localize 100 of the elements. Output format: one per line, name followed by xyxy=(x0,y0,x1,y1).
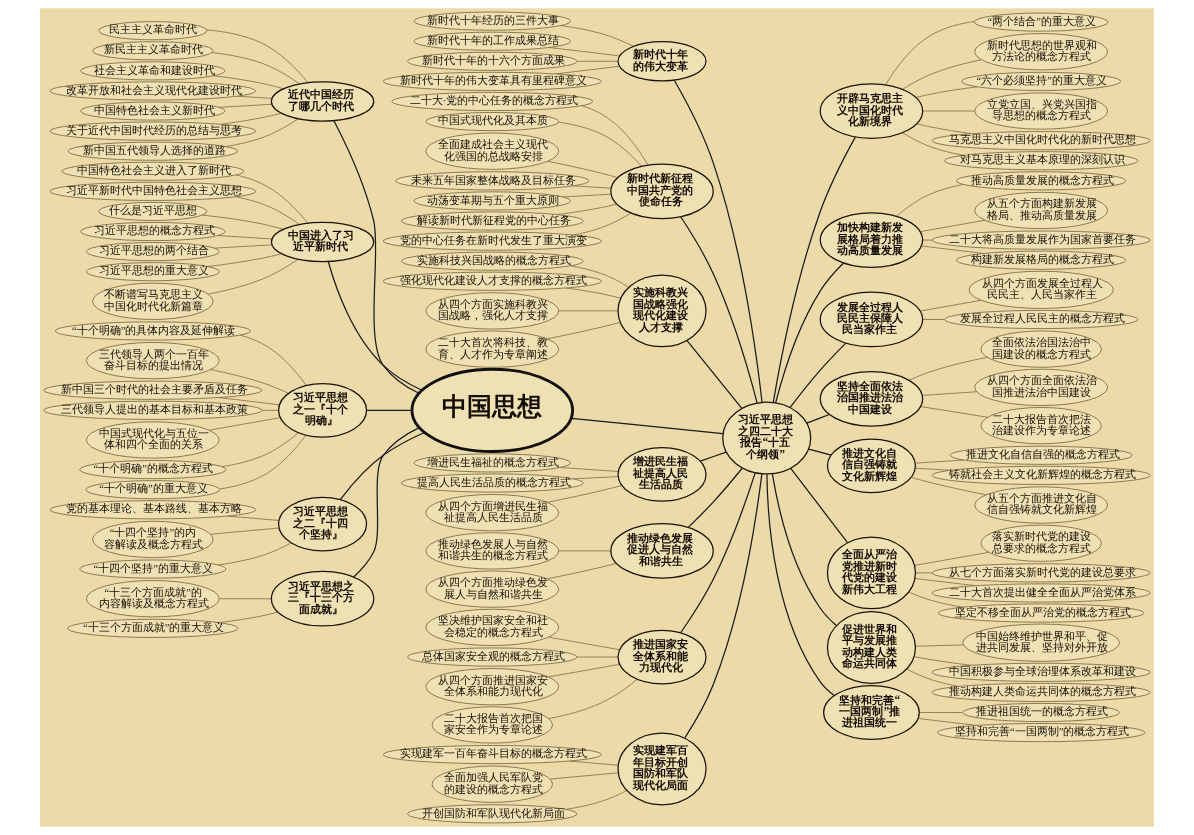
connector xyxy=(686,340,743,410)
connector xyxy=(581,105,649,166)
connector xyxy=(920,299,982,312)
node-ellipse: 推进祖国统一的概念方程式 xyxy=(962,703,1120,722)
connector xyxy=(548,664,620,678)
node-ellipse: 三代领导人提出的基本目标和基本政策 xyxy=(43,400,263,420)
node-ellipse: 发展全过程人民民主保障人民当家作主 xyxy=(819,291,924,348)
node-ellipse: “十四个坚持”的重大意义 xyxy=(79,559,227,579)
connector xyxy=(921,391,977,396)
connector xyxy=(219,598,272,600)
connector xyxy=(910,477,987,496)
connector xyxy=(790,467,849,544)
node-ellipse: 未来五年国家整体战略及目标任务 xyxy=(395,171,590,191)
connector xyxy=(908,356,988,381)
node-ellipse: 开创国防和军队现代化新局面 xyxy=(407,804,578,824)
node-ellipse: “十四个坚持”的内容解读及概念方程式 xyxy=(92,520,214,558)
connector xyxy=(560,25,634,47)
node-ellipse: 提高人民生活品质的概念方程式 xyxy=(401,473,584,493)
connector xyxy=(546,321,621,340)
node-ellipse: 新时代十年的十六个方面成果 xyxy=(407,51,578,71)
connector xyxy=(327,261,423,391)
connector xyxy=(922,110,976,112)
connector xyxy=(558,310,619,312)
node-ellipse: 推动高质量发展的概念方程式 xyxy=(956,171,1127,191)
node-ellipse: 党的中心任务在新时代发生了重大演变 xyxy=(382,231,602,251)
node-ellipse: 从四个方面发展全过程人民民主、人民当家作主 xyxy=(968,270,1114,309)
node-ellipse: 习近平思想的两个结合 xyxy=(86,242,220,262)
node-ellipse: 从四个方面推进国家安全体系和能力现代化 xyxy=(425,668,560,706)
node-ellipse: 党的基本理论、基本路线、基本方略 xyxy=(49,500,256,520)
node-ellipse: “十个明确”的重大意义 xyxy=(85,480,221,500)
connector xyxy=(771,473,838,627)
connector xyxy=(789,342,847,408)
node-ellipse: 习近平思想之三『十三个方面成就』 xyxy=(270,570,375,627)
connector xyxy=(570,265,630,288)
node-ellipse: 新时代十年的工作成果总结 xyxy=(413,31,572,51)
connector xyxy=(885,21,975,85)
node-ellipse: 总体国家安全观的概念方程式 xyxy=(407,647,578,667)
node-ellipse: 新时代思想的世界观和方法论的概念方程式 xyxy=(974,33,1108,71)
connector xyxy=(915,644,964,647)
node-ellipse: 二十大首次将科技、教育、人才作为专章阐述 xyxy=(425,330,560,368)
node-ellipse: 习近平思想的概念方程式 xyxy=(80,222,226,241)
node-ellipse: 改革开放和社会主义现代化建设时代 xyxy=(49,81,256,101)
node-ellipse: 对马克思主义基本原理的深刻认识 xyxy=(944,151,1139,171)
node-ellipse: 新中国三个时代的社会主要矛盾及任务 xyxy=(43,380,263,400)
node-ellipse: 新时代十年经历的三件大事 xyxy=(413,11,572,31)
node-ellipse: 中国式现代化与五位一体和四个全面的关系 xyxy=(86,421,220,459)
node-ellipse: 民主主义革命时代 xyxy=(98,21,208,41)
connector xyxy=(766,473,835,697)
node-ellipse: 从四个方面增进民生福祉提高人民生活品质 xyxy=(425,494,560,532)
connector xyxy=(919,712,963,713)
connector xyxy=(206,29,309,83)
connector xyxy=(261,409,279,411)
node-ellipse: 从五个方面推进文化自信自强铸就文化新辉煌 xyxy=(974,486,1108,524)
node-ellipse: “十个明确”的具体内容及延伸解读 xyxy=(54,321,251,341)
connector xyxy=(922,239,933,241)
connector xyxy=(806,413,830,424)
connector xyxy=(902,132,964,156)
connector xyxy=(235,174,309,224)
node-ellipse: 推动绿色发展人与自然和谐共生的概念方程式 xyxy=(425,532,560,570)
node-ellipse: 实现建军百年目标开创国防和军队现代化局面 xyxy=(617,732,707,806)
node-ellipse: 坚决维护国家安全和社会稳定的概念方程式 xyxy=(425,608,560,646)
node-ellipse: 三代领导人两个一百年奋斗目标的提出情况 xyxy=(86,342,220,380)
connector xyxy=(673,79,763,403)
node-ellipse: 坚持全面依法治国推进法治中国建设 xyxy=(819,371,924,427)
node-ellipse: 什么是习近平思想 xyxy=(98,201,208,221)
connector xyxy=(208,417,281,431)
node-ellipse: 推进国家安全体系和能力现代化 xyxy=(617,629,707,685)
connector xyxy=(920,406,989,418)
connector xyxy=(211,52,300,85)
node-ellipse: 发展全过程人民民主的概念方程式 xyxy=(944,310,1139,329)
connector xyxy=(219,434,307,490)
node-ellipse: “十个明确”的概念方程式 xyxy=(79,460,227,480)
node-ellipse: 中国特色社会主义进入了新时代 xyxy=(61,161,245,181)
connector xyxy=(922,319,945,320)
connector xyxy=(775,262,844,404)
connector xyxy=(565,790,628,810)
node-ellipse: “六个必须坚持”的重大意义 xyxy=(961,71,1121,91)
node-ellipse: 增进民生福祉的概念方程式 xyxy=(413,453,572,473)
connector xyxy=(210,527,280,535)
connector xyxy=(353,427,420,578)
node-ellipse: 从四个方面实施科教兴国战略，强化人才支撑 xyxy=(425,292,560,330)
connector xyxy=(684,473,763,739)
node-ellipse: 二十大首次提出健全全面从严治党体系 xyxy=(931,583,1151,603)
node-ellipse: 中国特色社会主义新时代 xyxy=(80,101,226,121)
connector xyxy=(914,551,990,566)
connector xyxy=(214,244,273,249)
connector xyxy=(546,563,617,580)
node-ellipse: 促进世界和平与发展推动构建人类命运共同体 xyxy=(826,611,917,684)
connector xyxy=(366,409,413,411)
node-ellipse: 关于近代中国时代经历的总结与思考 xyxy=(49,121,256,141)
node-ellipse: 习近平思想之一『十个明确』 xyxy=(277,382,368,438)
node-ellipse: 社会主义革命和建设时代 xyxy=(80,61,226,81)
connector xyxy=(896,184,964,217)
connector xyxy=(218,103,273,108)
connector xyxy=(680,472,756,634)
node-ellipse: 中国进入了习近平新时代 xyxy=(270,221,375,263)
connector xyxy=(699,451,727,462)
node-ellipse: 开辟马克思主义中国化时代化新境界 xyxy=(819,83,924,139)
node-ellipse: “十三个方面成就”的重大意义 xyxy=(67,618,239,638)
node-ellipse: 从五个方面构建新发展格局、推动高质量发展 xyxy=(974,191,1108,230)
